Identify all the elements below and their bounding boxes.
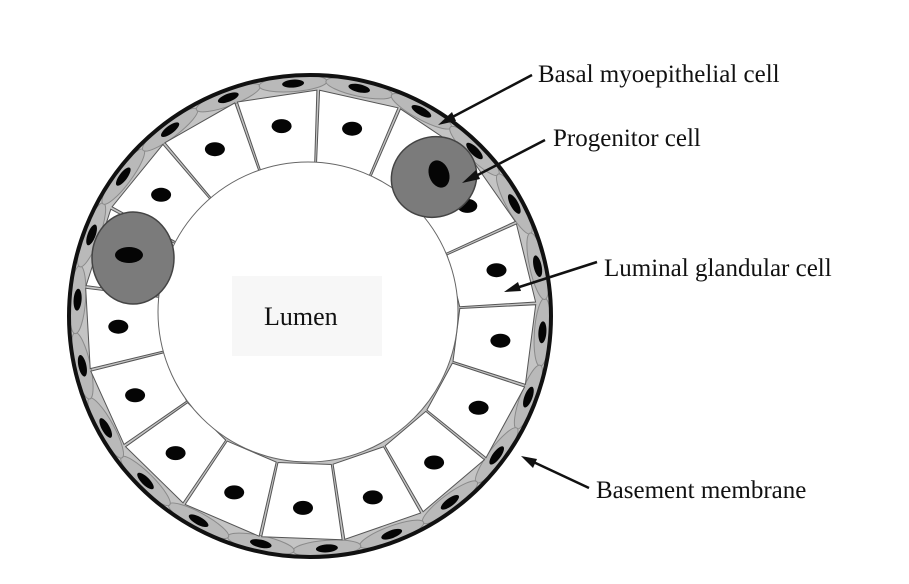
luminal-cell-nucleus [293, 501, 313, 515]
luminal-cell-nucleus [108, 320, 128, 334]
luminal-cell-nucleus [151, 188, 171, 202]
progenitor-nucleus-left [115, 247, 143, 263]
luminal-cell-nucleus [342, 122, 362, 136]
label-lumen: Lumen [264, 304, 338, 330]
label-luminal-glandular-cell: Luminal glandular cell [604, 256, 832, 281]
label-basement-membrane: Basement membrane [596, 478, 806, 503]
arrowhead-basement [521, 456, 537, 468]
arrow-basement [527, 459, 589, 488]
luminal-cell-nucleus [224, 485, 244, 499]
luminal-cell-nucleus [363, 490, 383, 504]
luminal-cell-nucleus [490, 334, 510, 348]
arrow-basal [443, 75, 532, 122]
label-basal-myoepithelial-cell: Basal myoepithelial cell [538, 62, 780, 87]
luminal-cell-nucleus [125, 388, 145, 402]
luminal-cell-nucleus [487, 263, 507, 277]
luminal-cell-nucleus [166, 446, 186, 460]
luminal-cell-nucleus [469, 401, 489, 415]
luminal-cell-nucleus [424, 456, 444, 470]
luminal-cell-nucleus [272, 119, 292, 133]
label-progenitor-cell: Progenitor cell [553, 126, 701, 151]
luminal-cell-nucleus [205, 142, 225, 156]
